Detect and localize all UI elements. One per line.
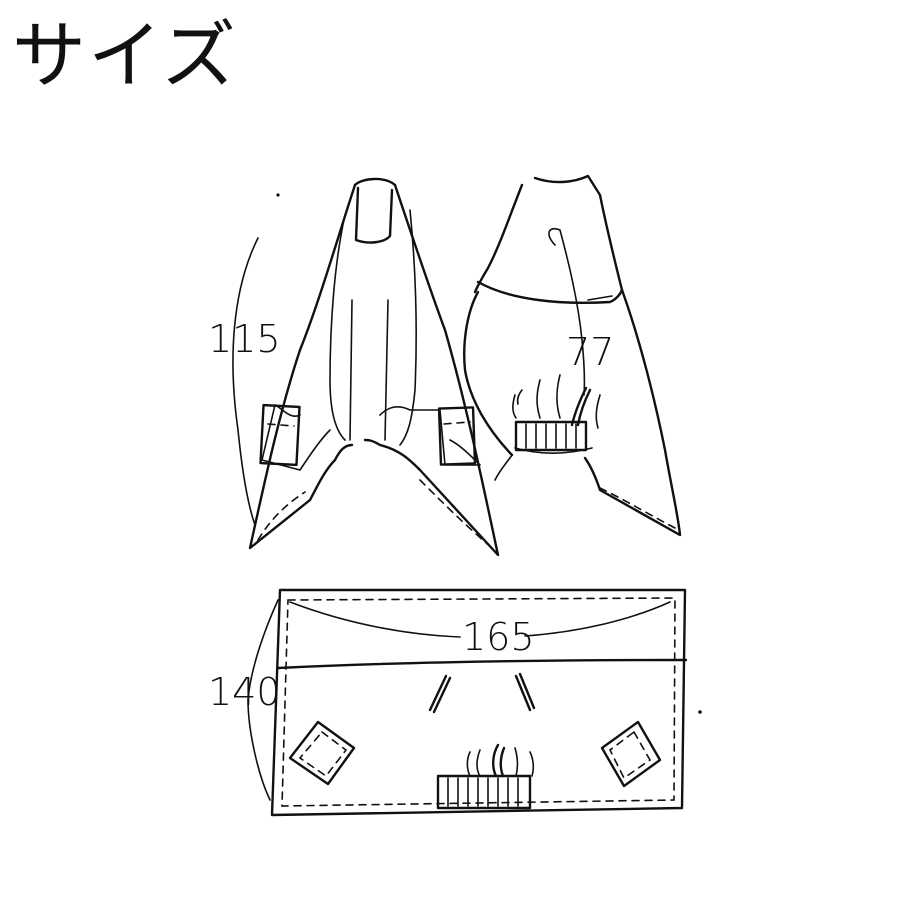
front-inner-edge — [349, 299, 389, 441]
flat-pocket-left — [288, 720, 356, 786]
back-neck — [533, 174, 624, 292]
front-stitch-left — [257, 491, 306, 541]
back-yoke-seam — [476, 280, 624, 305]
back-tie-4 — [570, 386, 592, 427]
front-outline-right — [363, 183, 500, 557]
front-pocket-left-stitch — [267, 423, 295, 427]
flat-height-arc — [247, 599, 279, 801]
front-hem-right — [379, 405, 481, 466]
flat-slit-right — [514, 672, 536, 712]
back-yoke-tab — [587, 295, 613, 301]
front-pocket-left — [259, 403, 301, 467]
front-placket-right — [399, 209, 417, 446]
front-pocket-right — [437, 406, 477, 466]
flat-width-arc — [289, 601, 671, 638]
back-length-arc — [548, 227, 586, 396]
flat-pocket-right — [600, 720, 662, 788]
flat-fold-line — [276, 658, 688, 670]
back-tie-2 — [536, 379, 541, 419]
back-waistband — [514, 420, 588, 452]
flat-tie-4 — [514, 747, 519, 777]
flat-tie-1 — [466, 751, 471, 777]
back-outline-left — [463, 290, 514, 457]
back-tie-3 — [556, 374, 561, 419]
front-stitch-right — [419, 479, 493, 549]
back-outline-right — [583, 288, 682, 537]
back-length-label: 77 — [566, 330, 614, 374]
back-yoke-left — [473, 183, 524, 294]
front-collar — [353, 177, 397, 244]
front-view: 115 — [208, 177, 500, 557]
flat-tie-3 — [492, 743, 506, 778]
flat-width-label: 165 — [462, 615, 535, 659]
flat-tie-5 — [529, 751, 535, 777]
front-outline-left — [248, 183, 357, 550]
back-waistband-ribs — [525, 423, 577, 449]
front-length-label: 115 — [208, 317, 281, 361]
flat-waistband — [436, 774, 532, 810]
flat-waistband-ribs — [447, 777, 519, 807]
back-tie-1 — [512, 389, 523, 419]
flat-height-label: 140 — [208, 670, 281, 714]
flat-outline — [270, 588, 687, 817]
front-placket-left — [329, 214, 346, 441]
front-pocket-right-stitch — [443, 421, 471, 425]
back-hem-left — [494, 454, 513, 481]
back-view: 77 — [463, 174, 682, 537]
flat-tie-2 — [476, 749, 481, 777]
back-tie-5 — [595, 394, 601, 429]
back-stitch-right — [599, 487, 676, 529]
page-title: サイズ — [12, 13, 238, 99]
front-hem-left — [261, 404, 331, 471]
stray-dot — [276, 193, 280, 197]
stray-dot — [698, 710, 702, 714]
front-length-arc — [232, 237, 259, 526]
flat-slit-left — [428, 674, 452, 714]
flat-inner-stitch — [281, 597, 676, 807]
flat-view: 165 140 — [208, 588, 702, 817]
